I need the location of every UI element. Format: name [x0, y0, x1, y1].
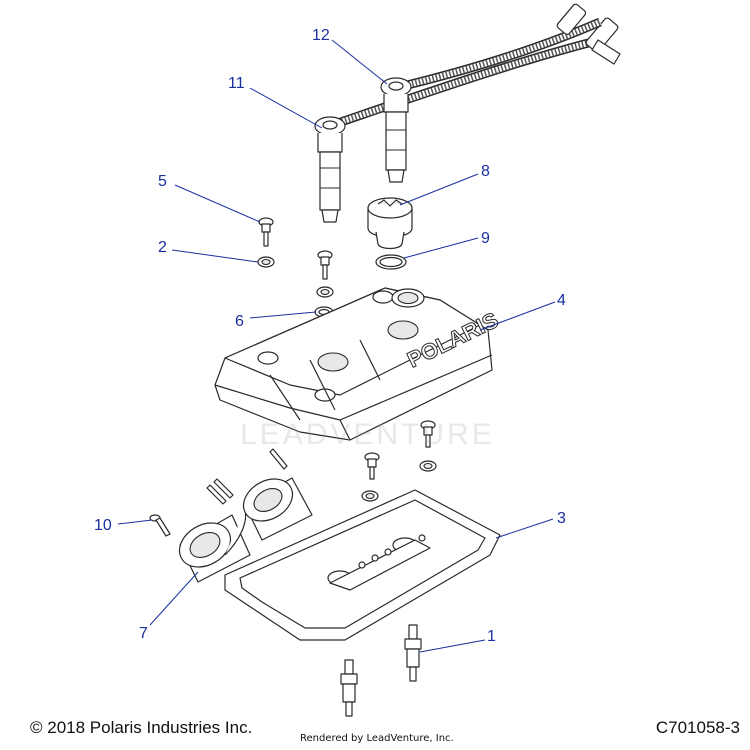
intake-boot-front	[178, 509, 251, 583]
svg-text:8: 8	[481, 163, 490, 180]
washer-center-lower	[361, 490, 379, 502]
svg-text:6: 6	[235, 313, 244, 330]
ignition-coil-boot-12	[380, 77, 412, 183]
callout-5: 5	[158, 173, 261, 223]
rendered-by-text: Rendered by LeadVenture, Inc.	[300, 733, 454, 744]
svg-text:7: 7	[139, 625, 148, 642]
watermark: LEADVENTURE	[240, 418, 495, 451]
callout-2: 2	[158, 239, 259, 263]
callout-11: 11	[228, 75, 323, 129]
svg-text:3: 3	[557, 510, 566, 527]
oil-fill-cap	[367, 197, 413, 250]
svg-text:11: 11	[228, 75, 245, 92]
callout-4: 4	[479, 292, 566, 331]
diagram-code: C701058-3	[655, 718, 740, 737]
intake-bolt-pair	[206, 448, 288, 505]
callout-6: 6	[235, 311, 317, 330]
bolt-center-lower	[364, 452, 380, 480]
intake-boot-rear	[242, 477, 313, 541]
bolt-10	[149, 514, 171, 537]
copyright-text: © 2018 Polaris Industries Inc.	[30, 718, 253, 737]
svg-text:2: 2	[158, 239, 167, 256]
callout-3: 3	[495, 510, 566, 539]
valve-cover: POLARIS	[214, 287, 503, 441]
spark-plug-wire-short	[393, 3, 621, 93]
svg-text:4: 4	[557, 292, 566, 309]
callout-9: 9	[403, 230, 490, 259]
washer-center-upper	[316, 286, 334, 298]
svg-text:1: 1	[487, 628, 496, 645]
callout-8: 8	[399, 163, 490, 206]
ignition-coil-boot-11	[314, 116, 346, 223]
callout-7: 7	[139, 571, 199, 642]
svg-text:12: 12	[312, 27, 330, 44]
gasket-plug-seal-group	[327, 534, 431, 591]
bolt-5	[258, 217, 274, 247]
callout-10: 10	[94, 517, 153, 534]
svg-text:5: 5	[158, 173, 167, 190]
svg-text:9: 9	[481, 230, 490, 247]
bolt-right-lower	[420, 420, 436, 448]
bolt-center-upper	[317, 250, 333, 280]
spark-plug-wire-long	[330, 17, 619, 130]
spark-plug-left	[340, 659, 358, 717]
washer-2	[257, 256, 275, 268]
callout-12: 12	[312, 27, 388, 85]
callout-1: 1	[419, 628, 496, 653]
valve-cover-gasket	[224, 489, 501, 641]
svg-text:10: 10	[94, 517, 112, 534]
oil-cap-o-ring	[375, 254, 407, 270]
washer-right-lower	[419, 460, 437, 472]
spark-plug-right	[404, 624, 422, 682]
